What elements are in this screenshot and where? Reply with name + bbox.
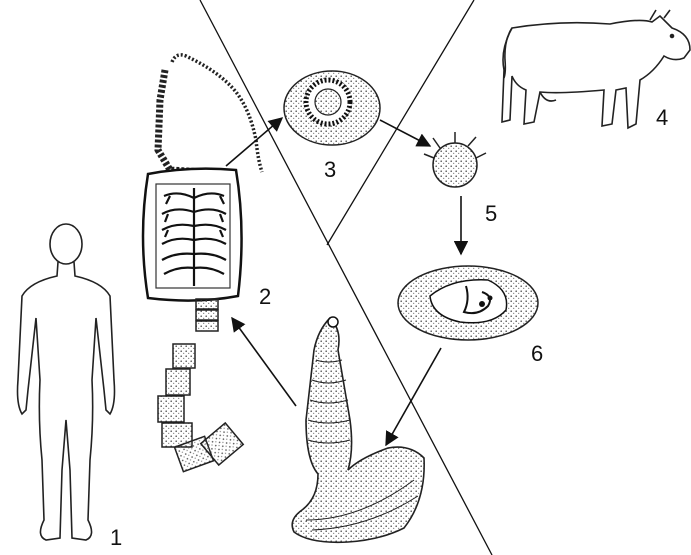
label-cattle: 4 [656,107,668,129]
adult-worm [292,317,424,542]
proglottid-chain [158,344,243,472]
oncosphere [424,132,486,187]
proglottid-mature [143,55,262,331]
arrow-cysticercus-to-adult [386,348,441,445]
human-silhouette-icon [18,224,115,540]
label-cysticercus: 6 [531,343,543,365]
proglottid-outline [143,169,242,301]
strobila-neck [158,70,205,172]
cysticercus [398,266,538,340]
label-human: 1 [110,527,122,549]
detached-segments [196,299,218,331]
label-oncosphere: 5 [485,203,497,225]
strobila-chain [172,55,262,172]
label-egg: 3 [324,159,336,181]
label-proglottid: 2 [259,286,271,308]
arrow-egg-to-oncosphere [380,120,430,146]
arrow-adult-to-proglottid [232,318,296,406]
egg [284,71,380,145]
